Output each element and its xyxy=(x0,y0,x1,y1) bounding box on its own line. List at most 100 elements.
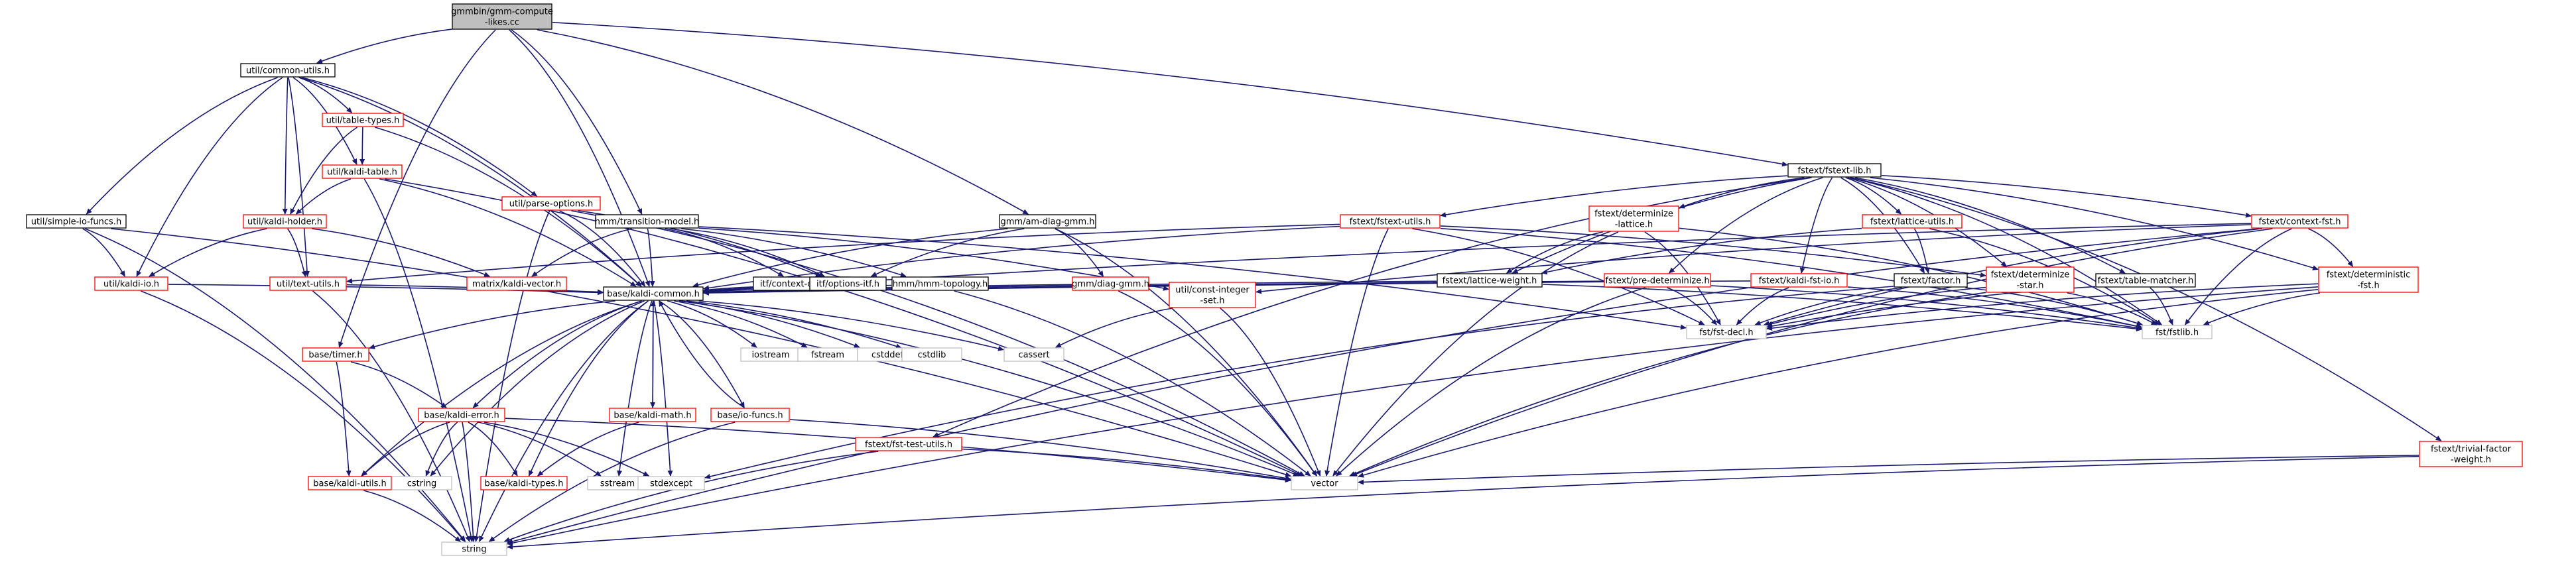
edge-kaldi_common-to-fstream xyxy=(674,300,808,348)
node-trivial-factor-weight[interactable]: fstext/trivial-factor-weight.h xyxy=(2419,441,2523,467)
edge-am_diag_gmm-to-options_itf xyxy=(870,228,1025,277)
node-factor[interactable]: fstext/factor.h xyxy=(1894,273,1968,288)
node-label: util/table-types.h xyxy=(326,116,400,126)
edge-hmm_topology-to-vector xyxy=(954,290,1311,477)
node-box xyxy=(501,196,601,211)
node-label: -set.h xyxy=(1200,296,1225,306)
node-parse-options[interactable]: util/parse-options.h xyxy=(501,196,601,211)
edge-const_integer_set-to-cassert xyxy=(1055,308,1173,348)
node-label: util/const-integer xyxy=(1175,286,1250,296)
edge-root-to-common_utils xyxy=(316,28,452,64)
node-kaldi-fst-io[interactable]: fstext/kaldi-fst-io.h xyxy=(1750,273,1848,288)
edge-determinize_star-to-fst_decl xyxy=(1766,286,1986,327)
node-box xyxy=(1291,476,1358,490)
node-label: vector xyxy=(1311,479,1338,489)
node-label: util/parse-options.h xyxy=(509,199,593,209)
edge-context_fst-to-vector xyxy=(1351,228,2273,477)
edge-root-to-am_diag_gmm xyxy=(537,29,1029,215)
node-box xyxy=(418,408,505,422)
node-kaldi-common[interactable]: base/kaldi-common.h xyxy=(603,286,704,301)
node-lattice-weight[interactable]: fstext/lattice-weight.h xyxy=(1437,273,1543,288)
node-kaldi-table[interactable]: util/kaldi-table.h xyxy=(322,164,403,179)
edge-kaldi_error-to-kaldi_utils xyxy=(361,422,450,477)
edge-kaldi_common-to-sstream xyxy=(617,300,653,477)
node-simple-io-funcs[interactable]: util/simple-io-funcs.h xyxy=(26,214,127,229)
node-box xyxy=(595,214,699,229)
edge-context_fst-to-string xyxy=(507,228,2260,544)
node-cstring: cstring xyxy=(391,476,452,490)
node-kaldi-utils[interactable]: base/kaldi-utils.h xyxy=(308,476,392,490)
edge-lattice_weight-to-fstlib xyxy=(1542,284,2142,332)
edge-io_funcs-to-vector xyxy=(789,419,1291,481)
node-fst-test-utils[interactable]: fstext/fst-test-utils.h xyxy=(855,437,962,451)
node-label: base/io-funcs.h xyxy=(717,411,783,421)
node-box xyxy=(1750,273,1848,288)
node-options-itf[interactable]: itf/options-itf.h xyxy=(809,276,887,291)
node-label: util/kaldi-table.h xyxy=(327,168,397,178)
edge-fstext_utils-to-kaldi_common xyxy=(703,225,1340,291)
node-label: fstream xyxy=(811,351,844,361)
node-box xyxy=(891,276,989,291)
edge-kaldi_common-to-kaldi_types xyxy=(528,300,649,477)
node-determinize-lattice[interactable]: fstext/determinize-lattice.h xyxy=(1588,205,1679,232)
edge-transition_model-to-hmm_topology xyxy=(681,228,907,278)
node-box xyxy=(1072,276,1149,291)
node-common-utils[interactable]: util/common-utils.h xyxy=(240,63,336,78)
node-lattice-utils[interactable]: fstext/lattice-utils.h xyxy=(1862,214,1963,229)
edge-common_utils-to-text_utils xyxy=(288,77,310,277)
node-hmm-topology[interactable]: hmm/hmm-topology.h xyxy=(891,276,989,291)
edge-transition_model-to-kaldi_vector xyxy=(531,228,632,277)
node-determinize-star[interactable]: fstext/determinize-star.h xyxy=(1986,266,2075,293)
node-kaldi-math[interactable]: base/kaldi-math.h xyxy=(609,408,696,422)
node-label: fstext/context-fst.h xyxy=(2259,217,2341,227)
edge-transition_model-to-kaldi_common xyxy=(647,228,655,287)
edge-common_utils-to-kaldi_table xyxy=(292,77,357,165)
edge-timer-to-kaldi_utils xyxy=(336,361,352,477)
node-table-matcher[interactable]: fstext/table-matcher.h xyxy=(2095,273,2196,288)
node-box xyxy=(1894,273,1968,288)
edge-table_matcher-to-fstlib xyxy=(2150,287,2173,325)
node-root[interactable]: gmmbin/gmm-compute-likes.cc xyxy=(451,3,553,30)
node-diag-gmm[interactable]: gmm/diag-gmm.h xyxy=(1072,276,1149,291)
edge-fstext_lib-to-determinize_star xyxy=(1847,177,2007,267)
node-pre-determinize[interactable]: fstext/pre-determinize.h xyxy=(1604,273,1711,288)
node-timer[interactable]: base/timer.h xyxy=(302,347,369,362)
node-fstext-lib[interactable]: fstext/fstext-lib.h xyxy=(1787,163,1882,178)
node-label: base/timer.h xyxy=(308,351,362,361)
node-transition-model[interactable]: hmm/transition-model.h xyxy=(595,214,699,229)
edge-fstext_lib-to-lattice_utils xyxy=(1845,177,1902,215)
node-box xyxy=(2251,214,2349,229)
node-box xyxy=(269,276,347,291)
node-box xyxy=(710,408,790,422)
node-label: fstext/lattice-utils.h xyxy=(1870,217,1954,227)
node-label: string xyxy=(462,545,486,555)
node-box xyxy=(1588,205,1679,232)
node-label: fstext/determinize xyxy=(1991,270,2070,280)
node-am-diag-gmm[interactable]: gmm/am-diag-gmm.h xyxy=(999,214,1096,229)
node-text-utils[interactable]: util/text-utils.h xyxy=(269,276,347,291)
node-table-types[interactable]: util/table-types.h xyxy=(322,113,404,127)
edge-determinize_star-to-vector xyxy=(1349,292,1986,477)
node-const-integer-set[interactable]: util/const-integer-set.h xyxy=(1169,282,1256,308)
node-kaldi-types[interactable]: base/kaldi-types.h xyxy=(480,476,568,490)
node-kaldi-error[interactable]: base/kaldi-error.h xyxy=(418,408,505,422)
node-label: matrix/kaldi-vector.h xyxy=(472,280,561,290)
node-fstext-utils[interactable]: fstext/fstext-utils.h xyxy=(1340,214,1441,229)
edge-context_fst-to-deterministic_fst xyxy=(2308,228,2354,267)
edge-kaldi_error-to-cstring xyxy=(425,422,458,477)
edge-fstext_lib-to-table_matcher xyxy=(1854,177,2126,274)
node-kaldi-holder[interactable]: util/kaldi-holder.h xyxy=(243,214,327,229)
edge-root-to-timer xyxy=(338,29,496,348)
node-label: fstext/kaldi-fst-io.h xyxy=(1759,276,1840,286)
edge-kaldi_common-to-stdexcept xyxy=(653,300,673,477)
edge-common_utils-to-kaldi_io xyxy=(136,77,283,277)
edge-fstext_lib-to-factor xyxy=(1840,177,1925,274)
node-context-fst[interactable]: fstext/context-fst.h xyxy=(2251,214,2349,229)
node-label: fstext/pre-determinize.h xyxy=(1605,276,1709,286)
node-kaldi-io[interactable]: util/kaldi-io.h xyxy=(94,276,168,291)
node-deterministic-fst[interactable]: fstext/deterministic-fst.h xyxy=(2318,266,2419,293)
node-box xyxy=(302,347,369,362)
node-label: util/kaldi-holder.h xyxy=(247,217,322,227)
node-io-funcs[interactable]: base/io-funcs.h xyxy=(710,408,790,422)
node-kaldi-vector[interactable]: matrix/kaldi-vector.h xyxy=(466,276,567,291)
